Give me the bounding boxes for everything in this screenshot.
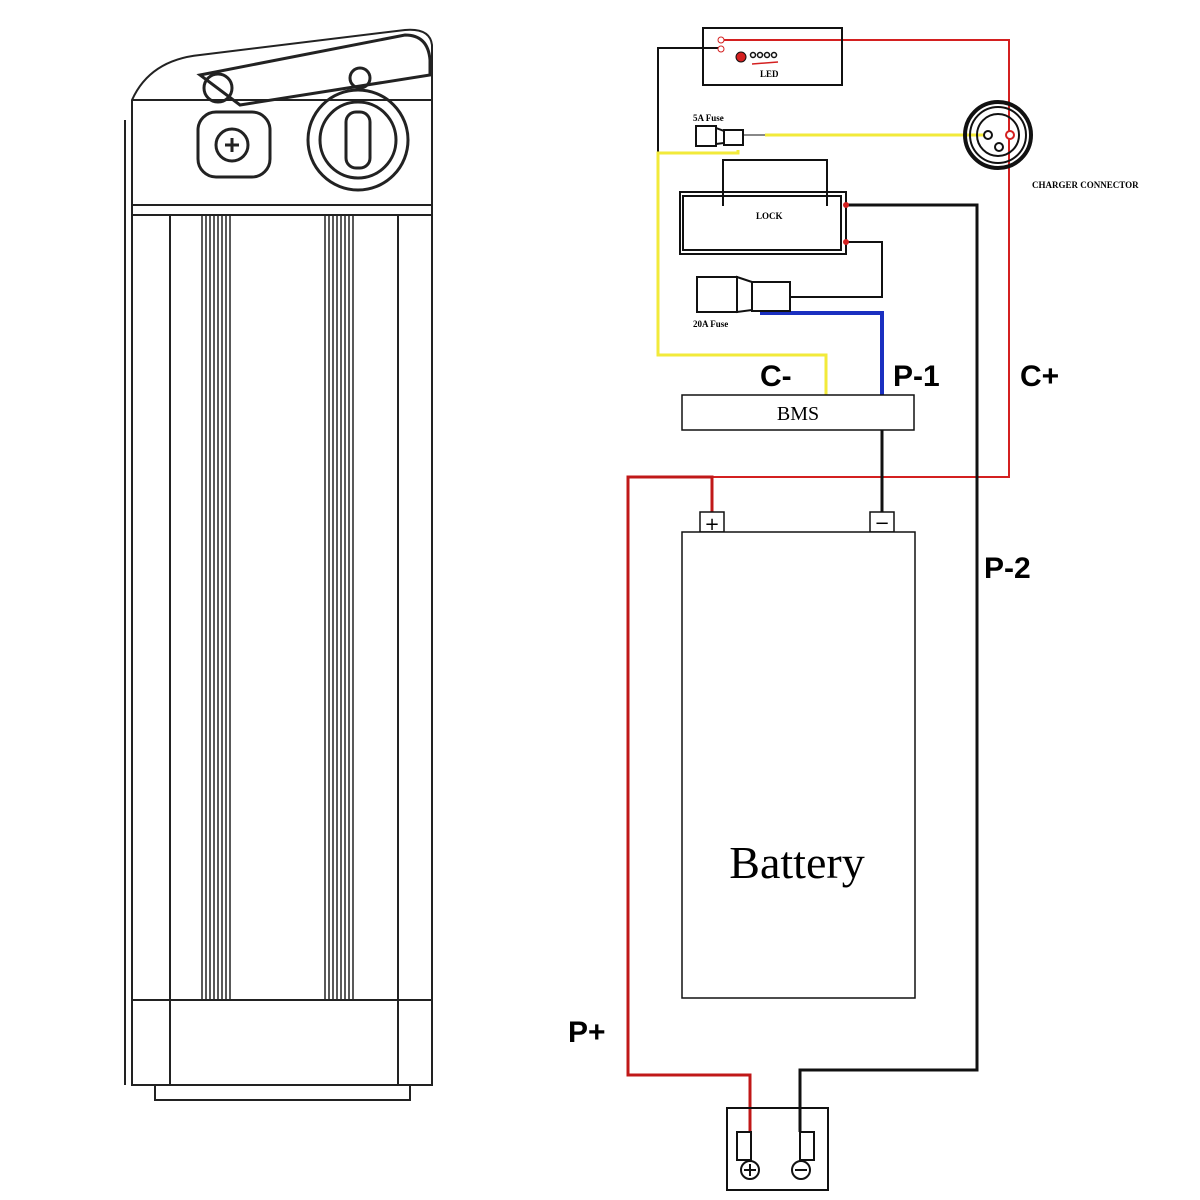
wire-black-p-2 <box>798 203 979 1132</box>
output-connector <box>726 1107 829 1191</box>
wire-red-p-plus <box>626 475 752 1132</box>
label-p-plus: P+ <box>568 1016 606 1049</box>
label-p-1: P-1 <box>893 360 940 393</box>
wire-blue-p-1 <box>760 311 884 397</box>
battery-housing-drawing <box>124 28 433 1101</box>
wire-red-c-plus <box>628 39 1010 478</box>
bms-label: BMS <box>777 403 819 425</box>
fuse-large: 20A Fuse <box>693 275 791 329</box>
battery-plus-terminal: + <box>704 514 719 535</box>
lock-label: LOCK <box>756 211 783 221</box>
led-light-icon <box>735 51 747 63</box>
battery-pack: + − Battery <box>681 511 916 999</box>
fuse-small: 5A Fuse <box>693 113 765 147</box>
bms-board: BMS <box>681 394 915 431</box>
wire-black-lock-fuse <box>790 241 883 298</box>
wires <box>626 39 1010 1132</box>
label-c-minus: C- <box>760 360 792 393</box>
key-lock: LOCK <box>679 159 849 255</box>
minus-circle-icon <box>791 1160 811 1180</box>
plus-circle-icon <box>740 1160 760 1180</box>
wire-black-led <box>657 47 721 153</box>
led-label: LED <box>760 69 779 79</box>
label-c-plus: C+ <box>1020 360 1059 393</box>
led-indicator: LED <box>702 27 843 86</box>
fuse-small-label: 5A Fuse <box>693 113 724 123</box>
charger-connector: CHARGER CONNECTOR <box>963 100 1139 190</box>
battery-minus-terminal: − <box>874 513 889 534</box>
charger-connector-label: CHARGER CONNECTOR <box>1032 180 1139 190</box>
battery-label: Battery <box>729 837 864 888</box>
wire-yellow-c-minus <box>656 150 828 397</box>
fuse-large-label: 20A Fuse <box>693 319 728 329</box>
label-p-2: P-2 <box>984 552 1031 585</box>
